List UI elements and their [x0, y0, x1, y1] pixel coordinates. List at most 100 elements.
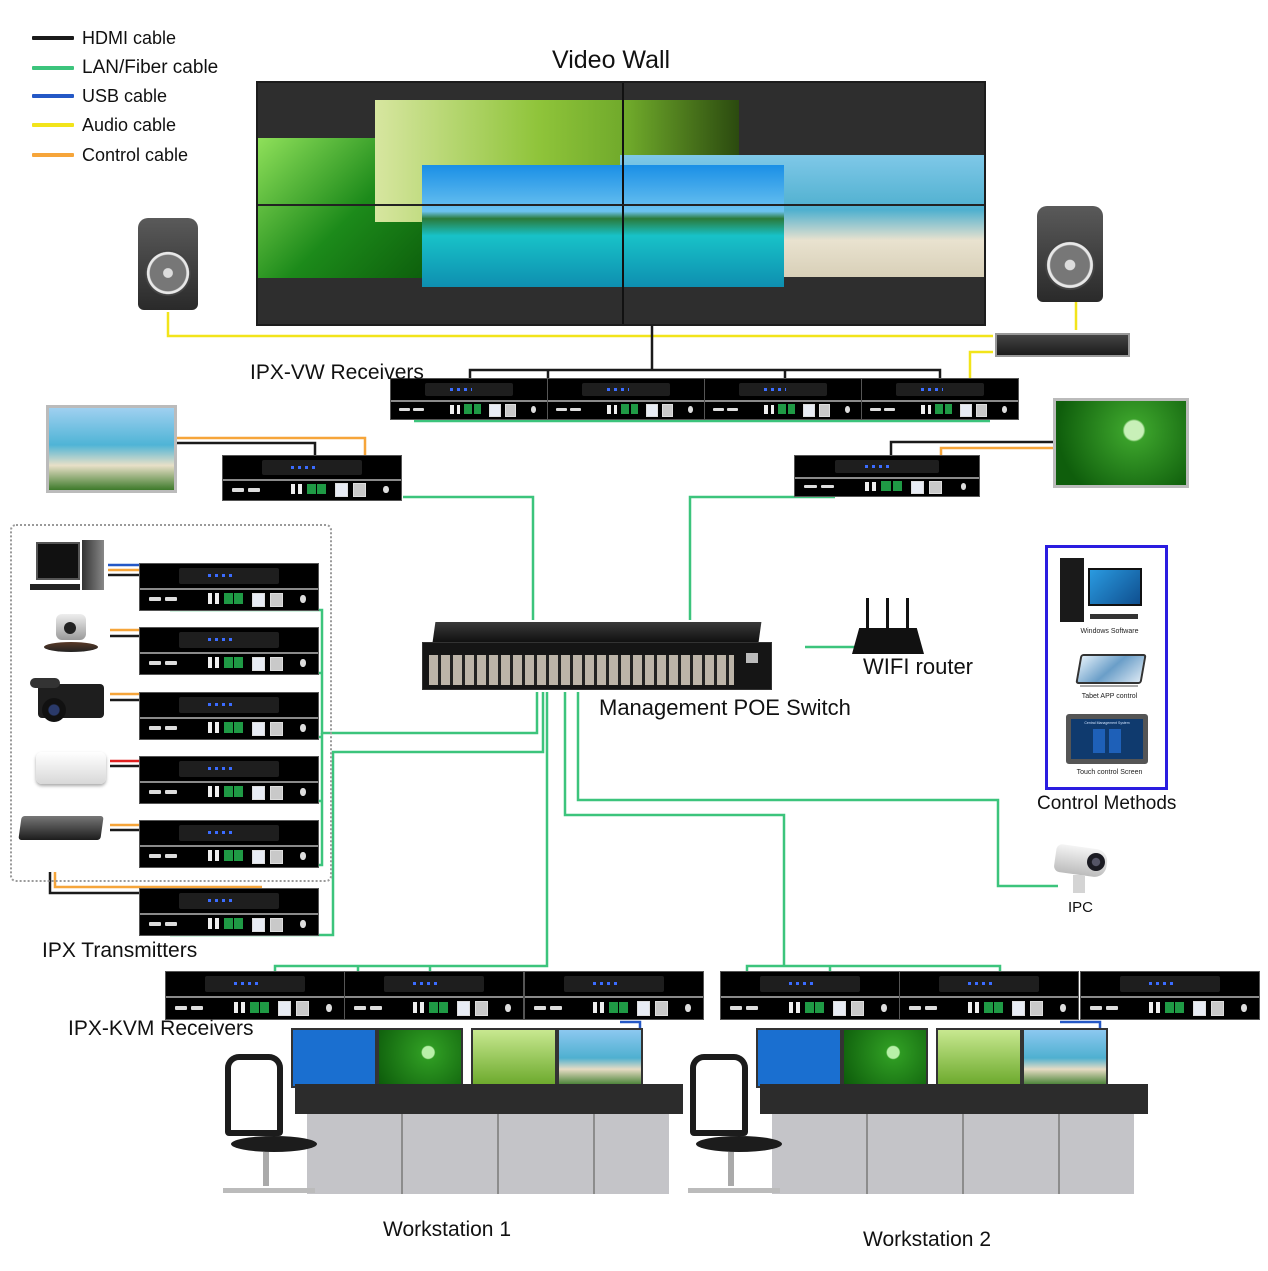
kvm-monitor [756, 1028, 842, 1088]
kvm-monitor [1022, 1028, 1108, 1088]
wifi-router-icon [852, 598, 924, 654]
audio-cable [166, 312, 993, 338]
speaker-left-icon [138, 218, 198, 310]
legend-swatch [32, 123, 74, 127]
audio-cable [968, 350, 993, 378]
kvm-receiver-unit [1080, 971, 1260, 1020]
lan-cable [576, 692, 1058, 888]
lan-cable [688, 495, 835, 620]
workstation [680, 1024, 1160, 1219]
kvm-monitor [471, 1028, 557, 1088]
office-chair-icon [215, 1054, 325, 1204]
video-wall [256, 81, 986, 326]
nvr-icon [18, 816, 104, 840]
legend-item-audio: Audio cable [32, 115, 176, 135]
desktop-pc-icon [1060, 558, 1142, 626]
kvm-receiver-unit [165, 971, 345, 1020]
control-method-label: Touch control Screen [1076, 769, 1143, 776]
control-cable [939, 446, 1053, 457]
desktop-pc-icon [30, 540, 108, 594]
control-cable [176, 436, 367, 457]
touch-screen-title: Central Management System [1084, 721, 1130, 725]
ipc-camera-icon [1053, 843, 1113, 895]
poe-switch [422, 622, 772, 690]
legend-label: HDMI cable [82, 27, 177, 48]
legend-swatch [32, 36, 74, 40]
amplifier-icon [995, 333, 1130, 357]
side-monitor-left [46, 405, 177, 493]
tablet-icon [1074, 652, 1147, 690]
lan-cable [403, 495, 535, 620]
lan-cable [563, 692, 1002, 975]
touch-panel-icon: Central Management System [1066, 714, 1148, 764]
sources-group [10, 524, 332, 882]
control-method-label: Windows Software [1080, 628, 1139, 635]
transmitter-unit [139, 756, 319, 804]
wall-bezel-h [258, 204, 984, 206]
legend-item-usb: USB cable [32, 86, 167, 106]
desk-cabinet [307, 1114, 669, 1194]
switch-label: Management POE Switch [599, 695, 851, 720]
ptz-camera-icon [44, 614, 98, 656]
legend-label: USB cable [82, 85, 168, 106]
kvm-receiver-unit [899, 971, 1079, 1020]
legend-label: LAN/Fiber cable [82, 57, 219, 78]
vw-receiver-unit [794, 455, 980, 497]
switch-console-port [746, 653, 758, 663]
control-methods-box: Windows Software Tabet APP control Centr… [1045, 545, 1168, 790]
wall-window-island [422, 165, 784, 287]
vw-receivers-label: IPX-VW Receivers [250, 361, 424, 384]
legend-swatch [32, 94, 74, 98]
kvm-receiver-unit [720, 971, 900, 1020]
workstation-2-label: Workstation 2 [863, 1228, 991, 1251]
media-box-icon [36, 752, 106, 784]
legend-item-control: Control cable [32, 145, 188, 165]
kvm-monitor [936, 1028, 1022, 1088]
desk-top [760, 1084, 1148, 1114]
vw-receiver-unit [861, 378, 1019, 420]
transmitters-label: IPX Transmitters [42, 939, 198, 962]
video-wall-title: Video Wall [552, 46, 671, 74]
camcorder-icon [30, 676, 108, 728]
kvm-monitor [557, 1028, 643, 1088]
transmitter-unit [139, 820, 319, 868]
control-cable [53, 872, 262, 889]
vw-receiver-unit [390, 378, 548, 420]
kvm-monitor [842, 1028, 928, 1088]
hdmi-cable [176, 441, 317, 457]
kvm-monitor [291, 1028, 377, 1088]
legend-item-hdmi: HDMI cable [32, 28, 176, 48]
hdmi-cable [889, 440, 1053, 457]
kvm-monitor [377, 1028, 463, 1088]
kvm-receivers-label: IPX-KVM Receivers [68, 1017, 254, 1040]
transmitter-unit [139, 563, 319, 611]
legend-swatch [32, 153, 74, 157]
office-chair-icon [680, 1054, 790, 1204]
legend-item-lan: LAN/Fiber cable [32, 57, 219, 78]
workstation [215, 1024, 695, 1219]
control-method-label: Tabet APP control [1081, 693, 1138, 700]
control-methods-label: Control Methods [1037, 793, 1177, 814]
side-monitor-right [1053, 398, 1189, 488]
hdmi-cable [468, 326, 942, 380]
legend-swatch [32, 66, 74, 70]
desk-top [295, 1084, 683, 1114]
hdmi-cable [48, 872, 140, 895]
desk-cabinet [772, 1114, 1134, 1194]
ipc-label: IPC [1068, 899, 1094, 916]
vw-receiver-unit [222, 455, 402, 501]
legend-label: Audio cable [82, 114, 177, 135]
speaker-right-icon [1037, 206, 1103, 302]
vw-receiver-unit [704, 378, 862, 420]
kvm-receiver-unit [524, 971, 704, 1020]
transmitter-unit [139, 627, 319, 675]
wall-bezel-v [622, 83, 624, 324]
legend-label: Control cable [82, 144, 189, 165]
wifi-router-label: WIFI router [863, 654, 974, 679]
workstation-1-label: Workstation 1 [383, 1218, 511, 1241]
vw-receiver-unit [547, 378, 705, 420]
switch-ports [429, 655, 734, 685]
transmitter-unit [139, 692, 319, 740]
transmitter-unit [139, 888, 319, 936]
kvm-receiver-unit [344, 971, 524, 1020]
